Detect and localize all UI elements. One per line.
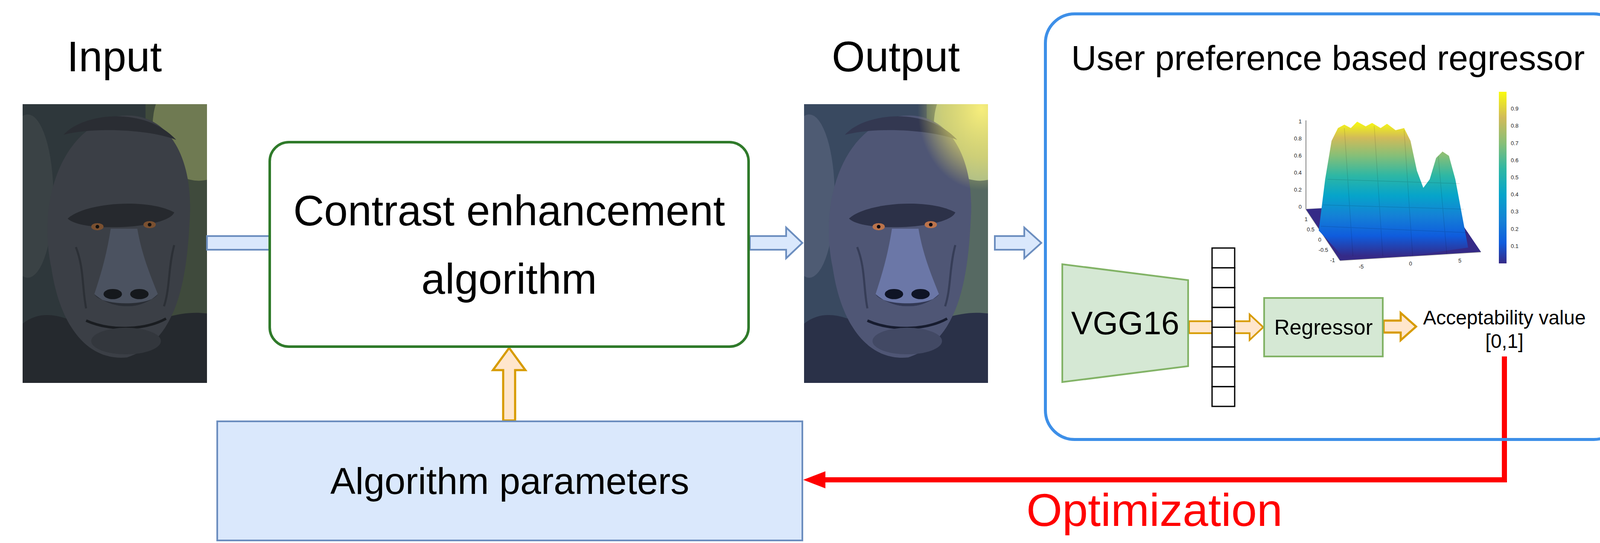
colorbar-tick: 0.8 [1510, 122, 1519, 130]
node-label: VGG16 [1071, 303, 1180, 343]
input-photo [2, 68, 245, 383]
colorbar-tick: 0.3 [1510, 208, 1519, 216]
process-box: Contrast enhancement algorithm [268, 140, 750, 348]
edge-label: Optimization [1026, 485, 1283, 534]
flow-arrow [749, 227, 803, 259]
vector-cell [1212, 307, 1235, 327]
colorbar-tick: 0.2 [1510, 225, 1519, 233]
plot-surface [1318, 121, 1469, 259]
axis-tick: 0.4 [1293, 169, 1302, 177]
bright-highlight [917, 104, 988, 190]
parameter-arrow [492, 347, 526, 421]
parameter-box: Algorithm parameters [216, 420, 804, 542]
image-caption: Input [67, 30, 162, 82]
axis-tick: 0 [1408, 260, 1412, 268]
colorbar-tick: 0.9 [1510, 105, 1519, 113]
feature-vector [1212, 247, 1235, 407]
axis-tick: -0.5 [1318, 246, 1329, 254]
colorbar-tick: 0.6 [1510, 157, 1519, 164]
node-label: Contrast enhancement algorithm [281, 176, 738, 313]
axis-tick: 1 [1298, 118, 1302, 126]
colorbar-tick: 0.7 [1510, 139, 1519, 147]
node-label: Regressor [1274, 314, 1373, 341]
flow-arrow [994, 227, 1042, 259]
colorbar-tick: 0.4 [1510, 191, 1519, 199]
vector-cell [1212, 386, 1235, 407]
plot-mesh [1320, 125, 1469, 257]
plot-axis [1305, 120, 1307, 210]
optimization-loop [816, 440, 1505, 480]
colorbar [1498, 91, 1507, 264]
vector-cell [1212, 287, 1235, 308]
axis-tick: 0.2 [1293, 186, 1302, 194]
vector-cell [1212, 346, 1235, 367]
regressor-box: Regressor [1263, 297, 1384, 358]
vector-cell [1212, 247, 1235, 268]
output-photo [804, 104, 988, 383]
axis-tick: 1 [1304, 215, 1308, 223]
vector-cell [1212, 366, 1235, 387]
vector-cell [1212, 267, 1235, 288]
axis-tick: -1 [1329, 256, 1335, 264]
feedback-line [1501, 356, 1507, 441]
surface-plot [1305, 91, 1507, 264]
flow-arrow [1383, 312, 1417, 341]
image-caption: Output [831, 30, 960, 82]
panel-title: User preference based regressor [1071, 37, 1585, 79]
axis-tick: 5 [1458, 257, 1462, 265]
flow-arrow [206, 236, 270, 250]
node-label: Algorithm parameters [330, 458, 690, 504]
axis-tick: 0 [1298, 203, 1302, 211]
vector-cell [1212, 327, 1235, 347]
axis-tick: 0 [1318, 236, 1322, 244]
trapezoid-shape [1062, 264, 1189, 382]
axis-tick: -5 [1358, 263, 1364, 271]
network-block: VGG16 [1061, 263, 1190, 383]
axis-tick: 0.5 [1306, 226, 1315, 234]
axis-tick: 0.8 [1293, 135, 1302, 143]
colorbar-tick: 0.1 [1510, 242, 1519, 250]
colorbar-tick: 0.5 [1510, 174, 1519, 181]
output-value-label: Acceptability value [0,1] [1419, 306, 1590, 353]
axis-tick: 0.6 [1293, 152, 1302, 160]
